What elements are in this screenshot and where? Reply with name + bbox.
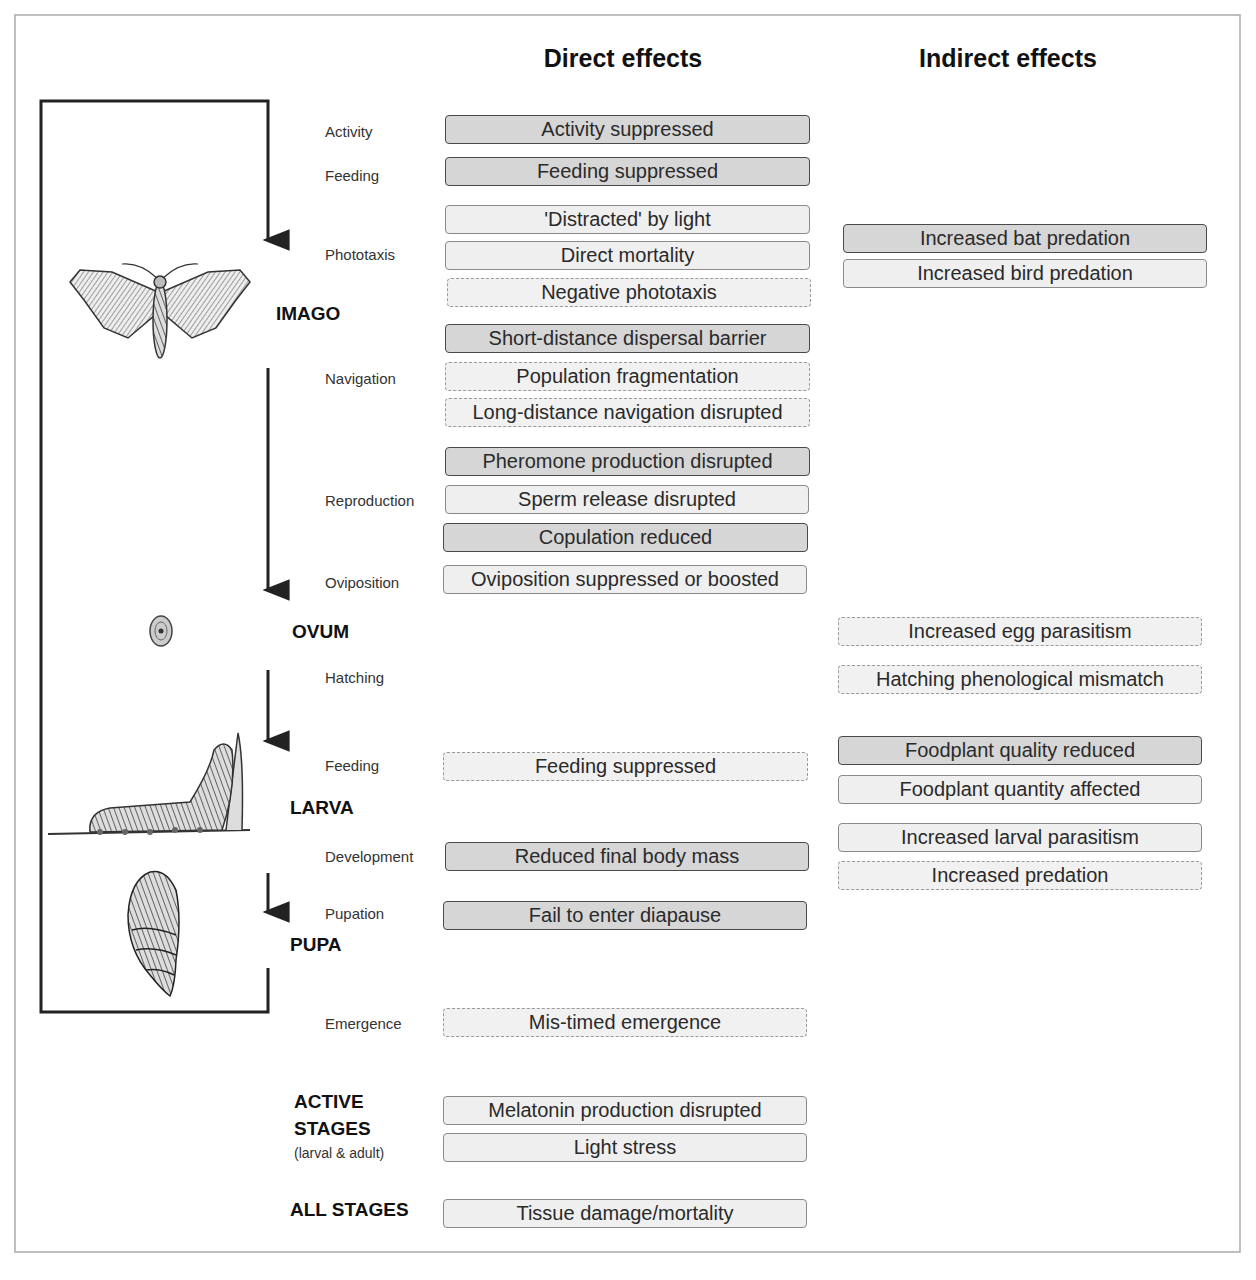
effect-box: Increased larval parasitism	[838, 823, 1202, 852]
row-label: Feeding	[325, 757, 379, 775]
effect-box-dashed: Feeding suppressed	[443, 752, 808, 781]
effect-text: Increased predation	[932, 864, 1109, 887]
effect-text: 'Distracted' by light	[544, 208, 711, 231]
effect-box: Light stress	[443, 1133, 807, 1162]
larva-illustration	[48, 733, 250, 835]
effect-box: Direct mortality	[445, 241, 810, 270]
effect-box-strong: Feeding suppressed	[445, 157, 810, 186]
life-cycle-bracket	[41, 101, 268, 1012]
effect-box-strong: Reduced final body mass	[445, 842, 809, 871]
effect-text: Increased egg parasitism	[908, 620, 1131, 643]
effect-box: Melatonin production disrupted	[443, 1096, 807, 1125]
row-label: Reproduction	[325, 492, 414, 510]
pupa-illustration	[128, 871, 179, 996]
row-label: Phototaxis	[325, 246, 395, 264]
egg-illustration	[150, 616, 172, 646]
row-label: Development	[325, 848, 413, 866]
frame	[15, 15, 1240, 1252]
effect-box-dashed: Increased egg parasitism	[838, 617, 1202, 646]
effect-box-dashed: Mis-timed emergence	[443, 1008, 807, 1037]
effect-text: Foodplant quality reduced	[905, 739, 1135, 762]
effect-text: Feeding suppressed	[535, 755, 716, 778]
effect-text: Tissue damage/mortality	[516, 1202, 733, 1225]
effect-text: Increased bat predation	[920, 227, 1130, 250]
effect-text: Increased larval parasitism	[901, 826, 1139, 849]
effect-box-dashed: Population fragmentation	[445, 362, 810, 391]
effect-text: Short-distance dispersal barrier	[489, 327, 767, 350]
effect-box-strong: Pheromone production disrupted	[445, 447, 810, 476]
row-label: Feeding	[325, 167, 379, 185]
effect-text: Increased bird predation	[917, 262, 1133, 285]
effect-text: Activity suppressed	[541, 118, 713, 141]
effect-box: Tissue damage/mortality	[443, 1199, 807, 1228]
row-label: Navigation	[325, 370, 396, 388]
row-label: Hatching	[325, 669, 384, 687]
effect-box-strong: Fail to enter diapause	[443, 901, 807, 930]
effect-box: Increased bird predation	[843, 259, 1207, 288]
row-label: Emergence	[325, 1015, 402, 1033]
effect-text: Sperm release disrupted	[518, 488, 736, 511]
stage-label: PUPA	[290, 934, 341, 957]
effect-text: Long-distance navigation disrupted	[472, 401, 782, 424]
effect-box: 'Distracted' by light	[445, 205, 810, 234]
effect-text: Melatonin production disrupted	[488, 1099, 762, 1122]
effect-box-strong: Foodplant quality reduced	[838, 736, 1202, 765]
moth-illustration	[70, 264, 250, 358]
effect-box: Foodplant quantity affected	[838, 775, 1202, 804]
effect-text: Oviposition suppressed or boosted	[471, 568, 779, 591]
row-label: Oviposition	[325, 574, 399, 592]
row-label: (larval & adult)	[294, 1145, 384, 1162]
column-header: Indirect effects	[919, 43, 1097, 73]
effect-box-strong: Short-distance dispersal barrier	[445, 324, 810, 353]
stage-label: ACTIVE STAGES	[294, 1088, 394, 1142]
stage-label: LARVA	[290, 797, 354, 820]
effect-text: Pheromone production disrupted	[482, 450, 772, 473]
effect-box-strong: Increased bat predation	[843, 224, 1207, 253]
row-label: Pupation	[325, 905, 384, 923]
effect-text: Direct mortality	[561, 244, 694, 267]
effect-text: Foodplant quantity affected	[900, 778, 1141, 801]
effect-box-dashed: Increased predation	[838, 861, 1202, 890]
stage-label: OVUM	[292, 621, 349, 644]
stage-label: IMAGO	[276, 303, 340, 326]
effect-text: Fail to enter diapause	[529, 904, 721, 927]
effect-text: Population fragmentation	[516, 365, 738, 388]
effect-box: Sperm release disrupted	[445, 485, 809, 514]
stage-label: ALL STAGES	[290, 1199, 409, 1222]
effect-text: Light stress	[574, 1136, 676, 1159]
effect-box-strong: Copulation reduced	[443, 523, 808, 552]
effect-text: Copulation reduced	[539, 526, 712, 549]
row-label: Activity	[325, 123, 373, 141]
effect-text: Mis-timed emergence	[529, 1011, 721, 1034]
effect-box-dashed: Long-distance navigation disrupted	[445, 398, 810, 427]
column-header: Direct effects	[544, 43, 702, 73]
effect-text: Hatching phenological mismatch	[876, 668, 1164, 691]
effect-box-dashed: Hatching phenological mismatch	[838, 665, 1202, 694]
effect-text: Feeding suppressed	[537, 160, 718, 183]
effect-box-strong: Activity suppressed	[445, 115, 810, 144]
effect-text: Negative phototaxis	[541, 281, 717, 304]
effect-box: Oviposition suppressed or boosted	[443, 565, 807, 594]
effect-text: Reduced final body mass	[515, 845, 740, 868]
effect-box-dashed: Negative phototaxis	[447, 278, 811, 307]
